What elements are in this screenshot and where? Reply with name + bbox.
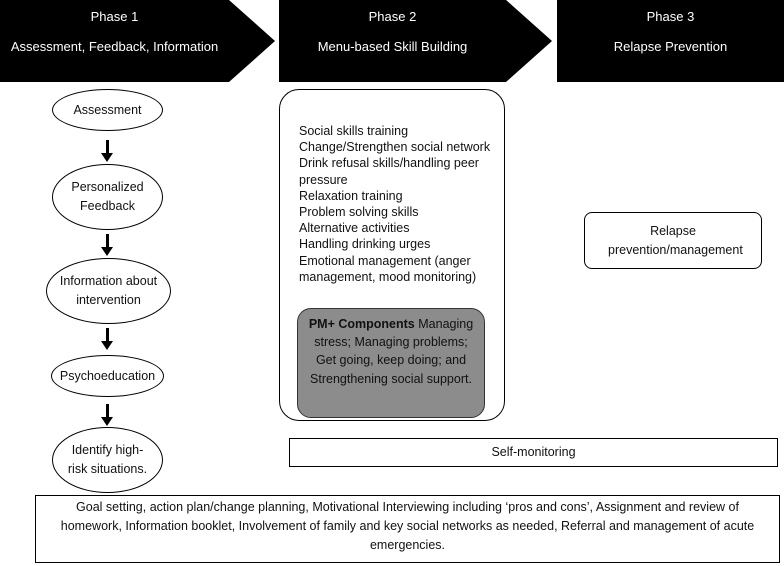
skill-item: Social skills training [299, 124, 409, 138]
step-oval-assessment: Assessment [52, 89, 163, 131]
phase-2-header: Phase 2 Menu-based Skill Building [279, 0, 506, 82]
relapse-label: Relapse prevention/management [608, 223, 743, 257]
footer-common-elements-box: Goal setting, action plan/change plannin… [35, 495, 780, 563]
self-monitoring-label: Self-monitoring [491, 445, 576, 459]
down-arrow [101, 234, 113, 256]
phase-2-subtitle: Menu-based Skill Building [317, 39, 468, 54]
phase-3-subtitle: Relapse Prevention [613, 39, 728, 54]
footer-text: Goal setting, action plan/change plannin… [60, 500, 755, 552]
step-label: Information about intervention [59, 274, 158, 307]
phase-2-title: Phase 2 [368, 9, 417, 24]
skill-item: Problem solving skills [299, 205, 419, 220]
skill-item: Relaxation training [299, 188, 403, 203]
skills-list: Social skills training Change/Strengthen… [299, 123, 495, 285]
step-oval-psychoeducation: Psychoeducation [51, 355, 164, 397]
down-arrow [101, 328, 113, 350]
skill-item: Drink refusal skills/handling peer press… [299, 156, 479, 187]
pm-plus-label: PM+ Components [308, 317, 415, 331]
step-label: Personalized Feedback [71, 180, 144, 213]
step-oval-information: Information about intervention [46, 258, 171, 324]
step-oval-feedback: Personalized Feedback [52, 164, 163, 230]
phase-2-arrow [506, 0, 552, 82]
skill-item: Emotional management (anger management, … [299, 253, 477, 284]
phase-1-subtitle: Assessment, Feedback, Information [10, 39, 219, 54]
phase-1-header: Phase 1 Assessment, Feedback, Informatio… [0, 0, 229, 82]
step-label: Identify high-risk situations. [67, 443, 148, 476]
step-oval-high-risk: Identify high-risk situations. [52, 427, 163, 493]
phase-3-header: Phase 3 Relapse Prevention [557, 0, 784, 82]
phase-1-arrow [229, 0, 275, 82]
phase-1-title: Phase 1 [90, 9, 139, 24]
skill-item: Handling drinking urges [299, 237, 431, 252]
step-label: Assessment [73, 102, 142, 117]
skill-item: Change/Strengthen social network [299, 140, 491, 155]
self-monitoring-box: Self-monitoring [289, 438, 778, 467]
skills-menu-box: Social skills training Change/Strengthen… [279, 89, 505, 421]
down-arrow [101, 404, 113, 426]
relapse-prevention-box: Relapse prevention/management [584, 212, 762, 269]
down-arrow [101, 140, 113, 162]
pm-plus-components-box: PM+ Components Managing stress; Managing… [297, 308, 485, 418]
skill-item: Alternative activities [299, 221, 410, 236]
pm-plus-text: Managing stress; Managing problems; Get … [310, 317, 474, 386]
step-label: Psychoeducation [59, 368, 156, 383]
phase-3-title: Phase 3 [646, 9, 695, 24]
